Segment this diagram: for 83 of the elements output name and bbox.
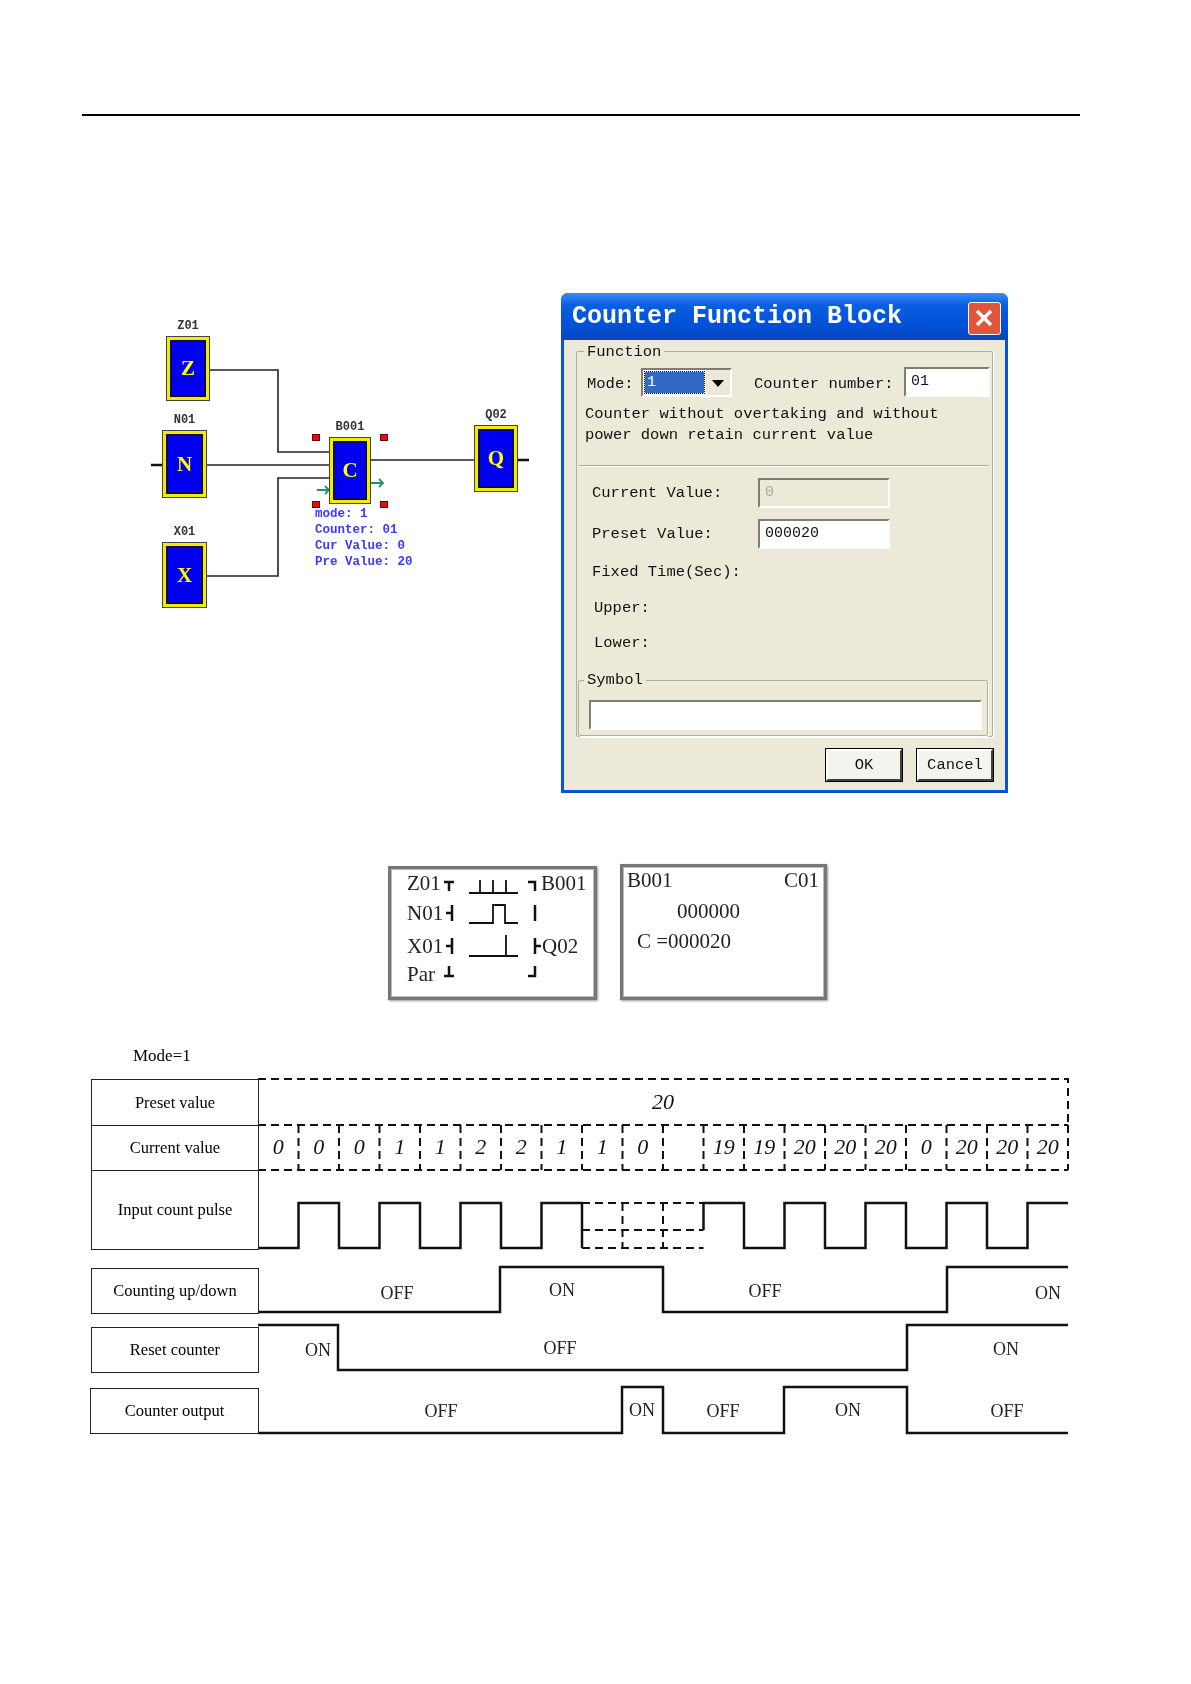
block-letter: C	[342, 458, 358, 483]
parameter-text: mode: 1	[315, 506, 368, 522]
parameter-text: Cur Value: 0	[315, 538, 405, 554]
state-label: ON	[629, 1399, 655, 1421]
wire	[205, 477, 331, 577]
count-value: 2	[515, 1134, 527, 1160]
input-field: 0	[758, 478, 890, 508]
state-label: OFF	[424, 1400, 458, 1422]
state-label: OFF	[380, 1282, 414, 1304]
block-letter: Q	[487, 446, 505, 471]
count-value: 20	[652, 1089, 674, 1115]
state-label: ON	[993, 1338, 1019, 1360]
count-value: 1	[394, 1134, 406, 1160]
chart-title: Mode=1	[133, 1046, 191, 1066]
state-label: OFF	[706, 1400, 740, 1422]
state-label: OFF	[748, 1280, 782, 1302]
count-value: 1	[556, 1134, 568, 1160]
lcd-text: Z01	[407, 871, 441, 895]
lcd-text: Q02	[542, 934, 579, 958]
signal-name-cell: Counter output	[90, 1388, 259, 1434]
lcd-text: C01	[784, 868, 819, 892]
lcd-text: C =000020	[637, 929, 732, 953]
field-label: Counter number:	[754, 374, 894, 394]
count-value: 20	[793, 1134, 816, 1160]
wire	[369, 459, 476, 461]
signal-name-cell: Counting up/down	[91, 1268, 259, 1314]
description-text: Counter without overtaking and without power down retain current value	[585, 404, 940, 446]
group-label: Symbol	[584, 670, 646, 690]
count-value: 20	[1036, 1134, 1059, 1160]
block-letter: X	[176, 562, 193, 588]
wire	[208, 369, 331, 453]
wire	[205, 464, 331, 466]
field-label: Mode:	[587, 374, 634, 394]
field-label: Lower:	[594, 633, 650, 653]
count-value: 0	[272, 1134, 284, 1160]
state-label: OFF	[990, 1400, 1024, 1422]
block-label: N01	[173, 413, 196, 427]
state-label: OFF	[543, 1337, 577, 1359]
input-field: 01	[904, 367, 990, 397]
lcd-text: Par	[407, 962, 435, 986]
count-value: 20	[955, 1134, 978, 1160]
block-label: Z01	[177, 319, 199, 333]
lcd-text: B001	[627, 868, 673, 892]
block-label: Q02	[485, 408, 507, 422]
count-value: 20	[874, 1134, 897, 1160]
block-letter: Z	[181, 356, 195, 381]
count-value: 2	[475, 1134, 487, 1160]
block-label: X01	[173, 525, 196, 539]
count-value: 20	[996, 1134, 1019, 1160]
count-value: 1	[434, 1134, 446, 1160]
ok-button: OK	[826, 749, 902, 781]
count-value: 0	[353, 1134, 365, 1160]
state-label: ON	[305, 1339, 331, 1361]
field-label: Upper:	[594, 598, 650, 618]
lcd-text: B001	[541, 871, 587, 895]
lcd-text: 000000	[677, 899, 740, 923]
parameter-text: Counter: 01	[315, 522, 398, 538]
field-label: Preset Value:	[592, 524, 713, 544]
dialog-title: Counter Function Block	[572, 302, 903, 332]
field-label: Current Value:	[592, 483, 723, 503]
count-value: 0	[920, 1134, 932, 1160]
count-value: 19	[712, 1134, 735, 1160]
signal-name-cell: Reset counter	[91, 1327, 259, 1373]
field-label: Fixed Time(Sec):	[592, 562, 741, 582]
signal-name-cell: Current value	[91, 1125, 259, 1171]
count-value: 19	[753, 1134, 776, 1160]
cancel-button: Cancel	[917, 749, 993, 781]
count-value: 0	[313, 1134, 325, 1160]
block-letter: N	[176, 451, 193, 477]
state-label: ON	[1035, 1282, 1061, 1304]
parameter-text: Pre Value: 20	[315, 554, 413, 570]
block-label: B001	[335, 420, 365, 434]
mode-dropdown: 1	[641, 368, 732, 397]
count-value: 1	[596, 1134, 608, 1160]
signal-name-cell: Preset value	[91, 1079, 259, 1126]
lcd-text: N01	[407, 901, 444, 925]
count-value: 20	[834, 1134, 857, 1160]
count-value: 0	[637, 1134, 649, 1160]
input-field: 000020	[758, 519, 890, 549]
lcd-text: X01	[407, 934, 444, 958]
state-label: ON	[835, 1399, 861, 1421]
state-label: ON	[549, 1279, 575, 1301]
signal-name-cell: Input count pulse	[91, 1170, 259, 1250]
